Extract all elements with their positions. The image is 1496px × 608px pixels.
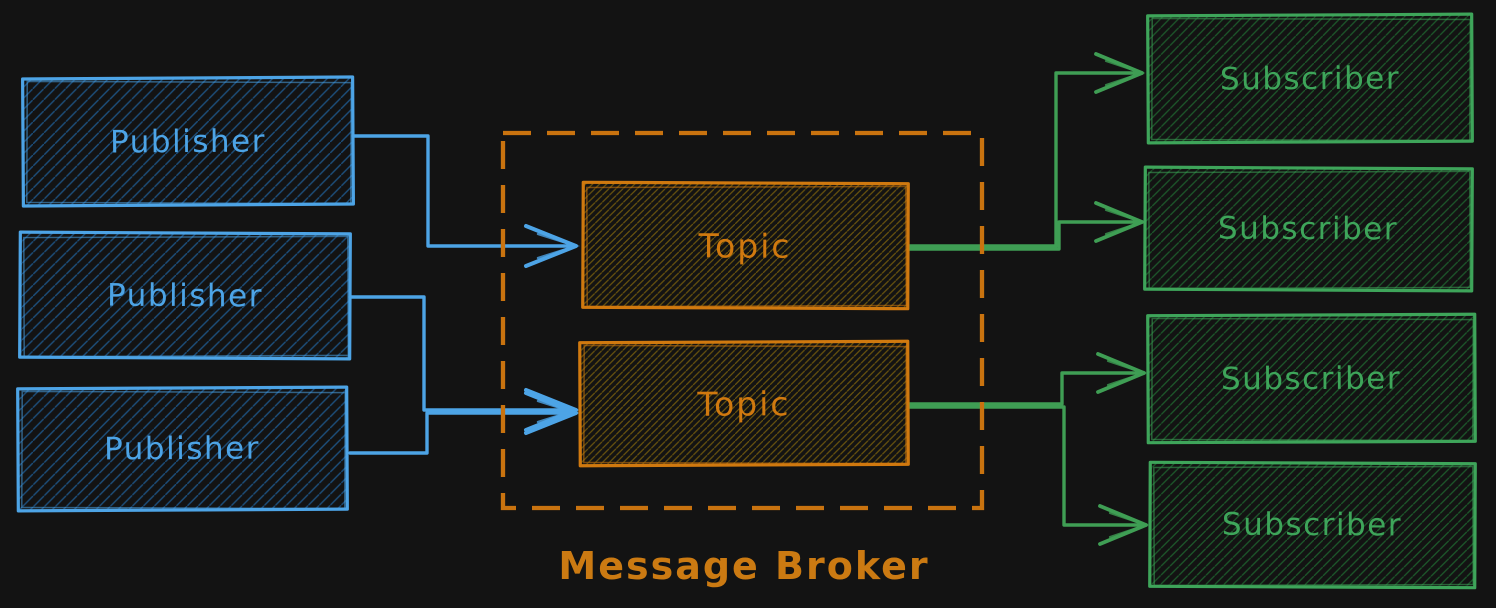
subscriber-label: Subscriber (1218, 211, 1398, 248)
publisher-box[interactable] (18, 230, 352, 361)
publisher-box[interactable] (16, 385, 349, 513)
subscriber-node-3[interactable]: Subscriber (1146, 312, 1477, 445)
subscriber-label: Subscriber (1220, 61, 1400, 98)
publisher-node-1[interactable]: Publisher (21, 75, 355, 208)
subscriber-box[interactable] (1146, 312, 1477, 445)
topic-node-2[interactable]: Topic (578, 339, 910, 468)
publisher-node-3[interactable]: Publisher (16, 385, 349, 513)
publisher-label: Publisher (107, 278, 263, 315)
topic-box[interactable] (578, 339, 910, 468)
subscriber-node-4[interactable]: Subscriber (1148, 460, 1477, 590)
topic-box-sketch-outline (586, 185, 907, 308)
subscriber-box-sketch-outline (1151, 17, 1471, 142)
topic-node-1[interactable]: Topic (581, 180, 910, 311)
message-broker-border[interactable] (500, 130, 985, 511)
topic-label: Topic (696, 384, 790, 423)
topic-box-sketch-outline (583, 344, 907, 465)
subscriber-label: Subscriber (1221, 361, 1401, 398)
subscriber-box-sketch-outline (1151, 317, 1474, 442)
subscriber-box[interactable] (1143, 165, 1474, 293)
publisher-label: Publisher (104, 431, 260, 468)
subscriber-box[interactable] (1146, 12, 1474, 145)
subscriber-box[interactable] (1148, 460, 1477, 590)
subscriber-node-1[interactable]: Subscriber (1146, 12, 1474, 145)
arrow-topic2-to-subscriber3[interactable] (906, 352, 1148, 406)
subscriber-box-sketch-outline (1148, 170, 1471, 290)
message-broker-label: Message Broker (558, 544, 929, 588)
publisher-label: Publisher (110, 124, 266, 161)
publisher-box-sketch-outline (26, 80, 352, 205)
subscriber-node-2[interactable]: Subscriber (1143, 165, 1474, 293)
arrow-publisher2-to-topic2[interactable] (348, 295, 580, 432)
topic-box[interactable] (581, 180, 910, 311)
publisher-node-2[interactable]: Publisher (18, 230, 352, 361)
publisher-box[interactable] (21, 75, 355, 208)
topic-label: Topic (697, 226, 791, 265)
publisher-box-sketch-outline (23, 235, 349, 358)
message-broker-group: Message Broker (500, 130, 985, 588)
arrow-topic2-to-subscriber4[interactable] (906, 405, 1150, 546)
subscriber-box-sketch-outline (1153, 465, 1474, 587)
subscriber-label: Subscriber (1222, 507, 1402, 544)
publisher-box-sketch-outline (21, 390, 346, 510)
